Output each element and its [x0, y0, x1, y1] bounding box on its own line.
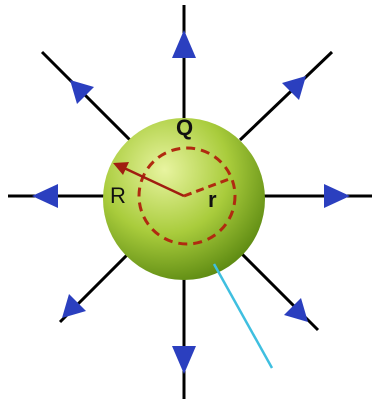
radius-R-line: [123, 166, 185, 198]
gaussian-surface: [137, 146, 237, 246]
pointer-line: [212, 263, 274, 369]
charge-label: Q: [176, 115, 193, 140]
radius-R-arrowhead: [113, 162, 129, 175]
charged-sphere: [103, 118, 265, 280]
field-line-northwest: [40, 50, 132, 142]
radius-r-line: [183, 176, 233, 198]
field-arrowheads: [32, 30, 350, 374]
arrowhead-east: [324, 184, 350, 208]
arrowhead-northeast: [282, 76, 306, 100]
radius-r-label: r: [208, 187, 217, 212]
field-line-northeast: [238, 50, 334, 142]
arrowhead-southwest: [62, 294, 86, 318]
arrowhead-west: [32, 184, 58, 208]
field-lines: [8, 5, 372, 399]
arrowhead-northwest: [70, 80, 94, 104]
arrowhead-south: [172, 346, 196, 374]
arrowhead-southeast: [284, 298, 308, 322]
radius-R-label: R: [110, 183, 126, 208]
arrowhead-north: [172, 30, 196, 58]
